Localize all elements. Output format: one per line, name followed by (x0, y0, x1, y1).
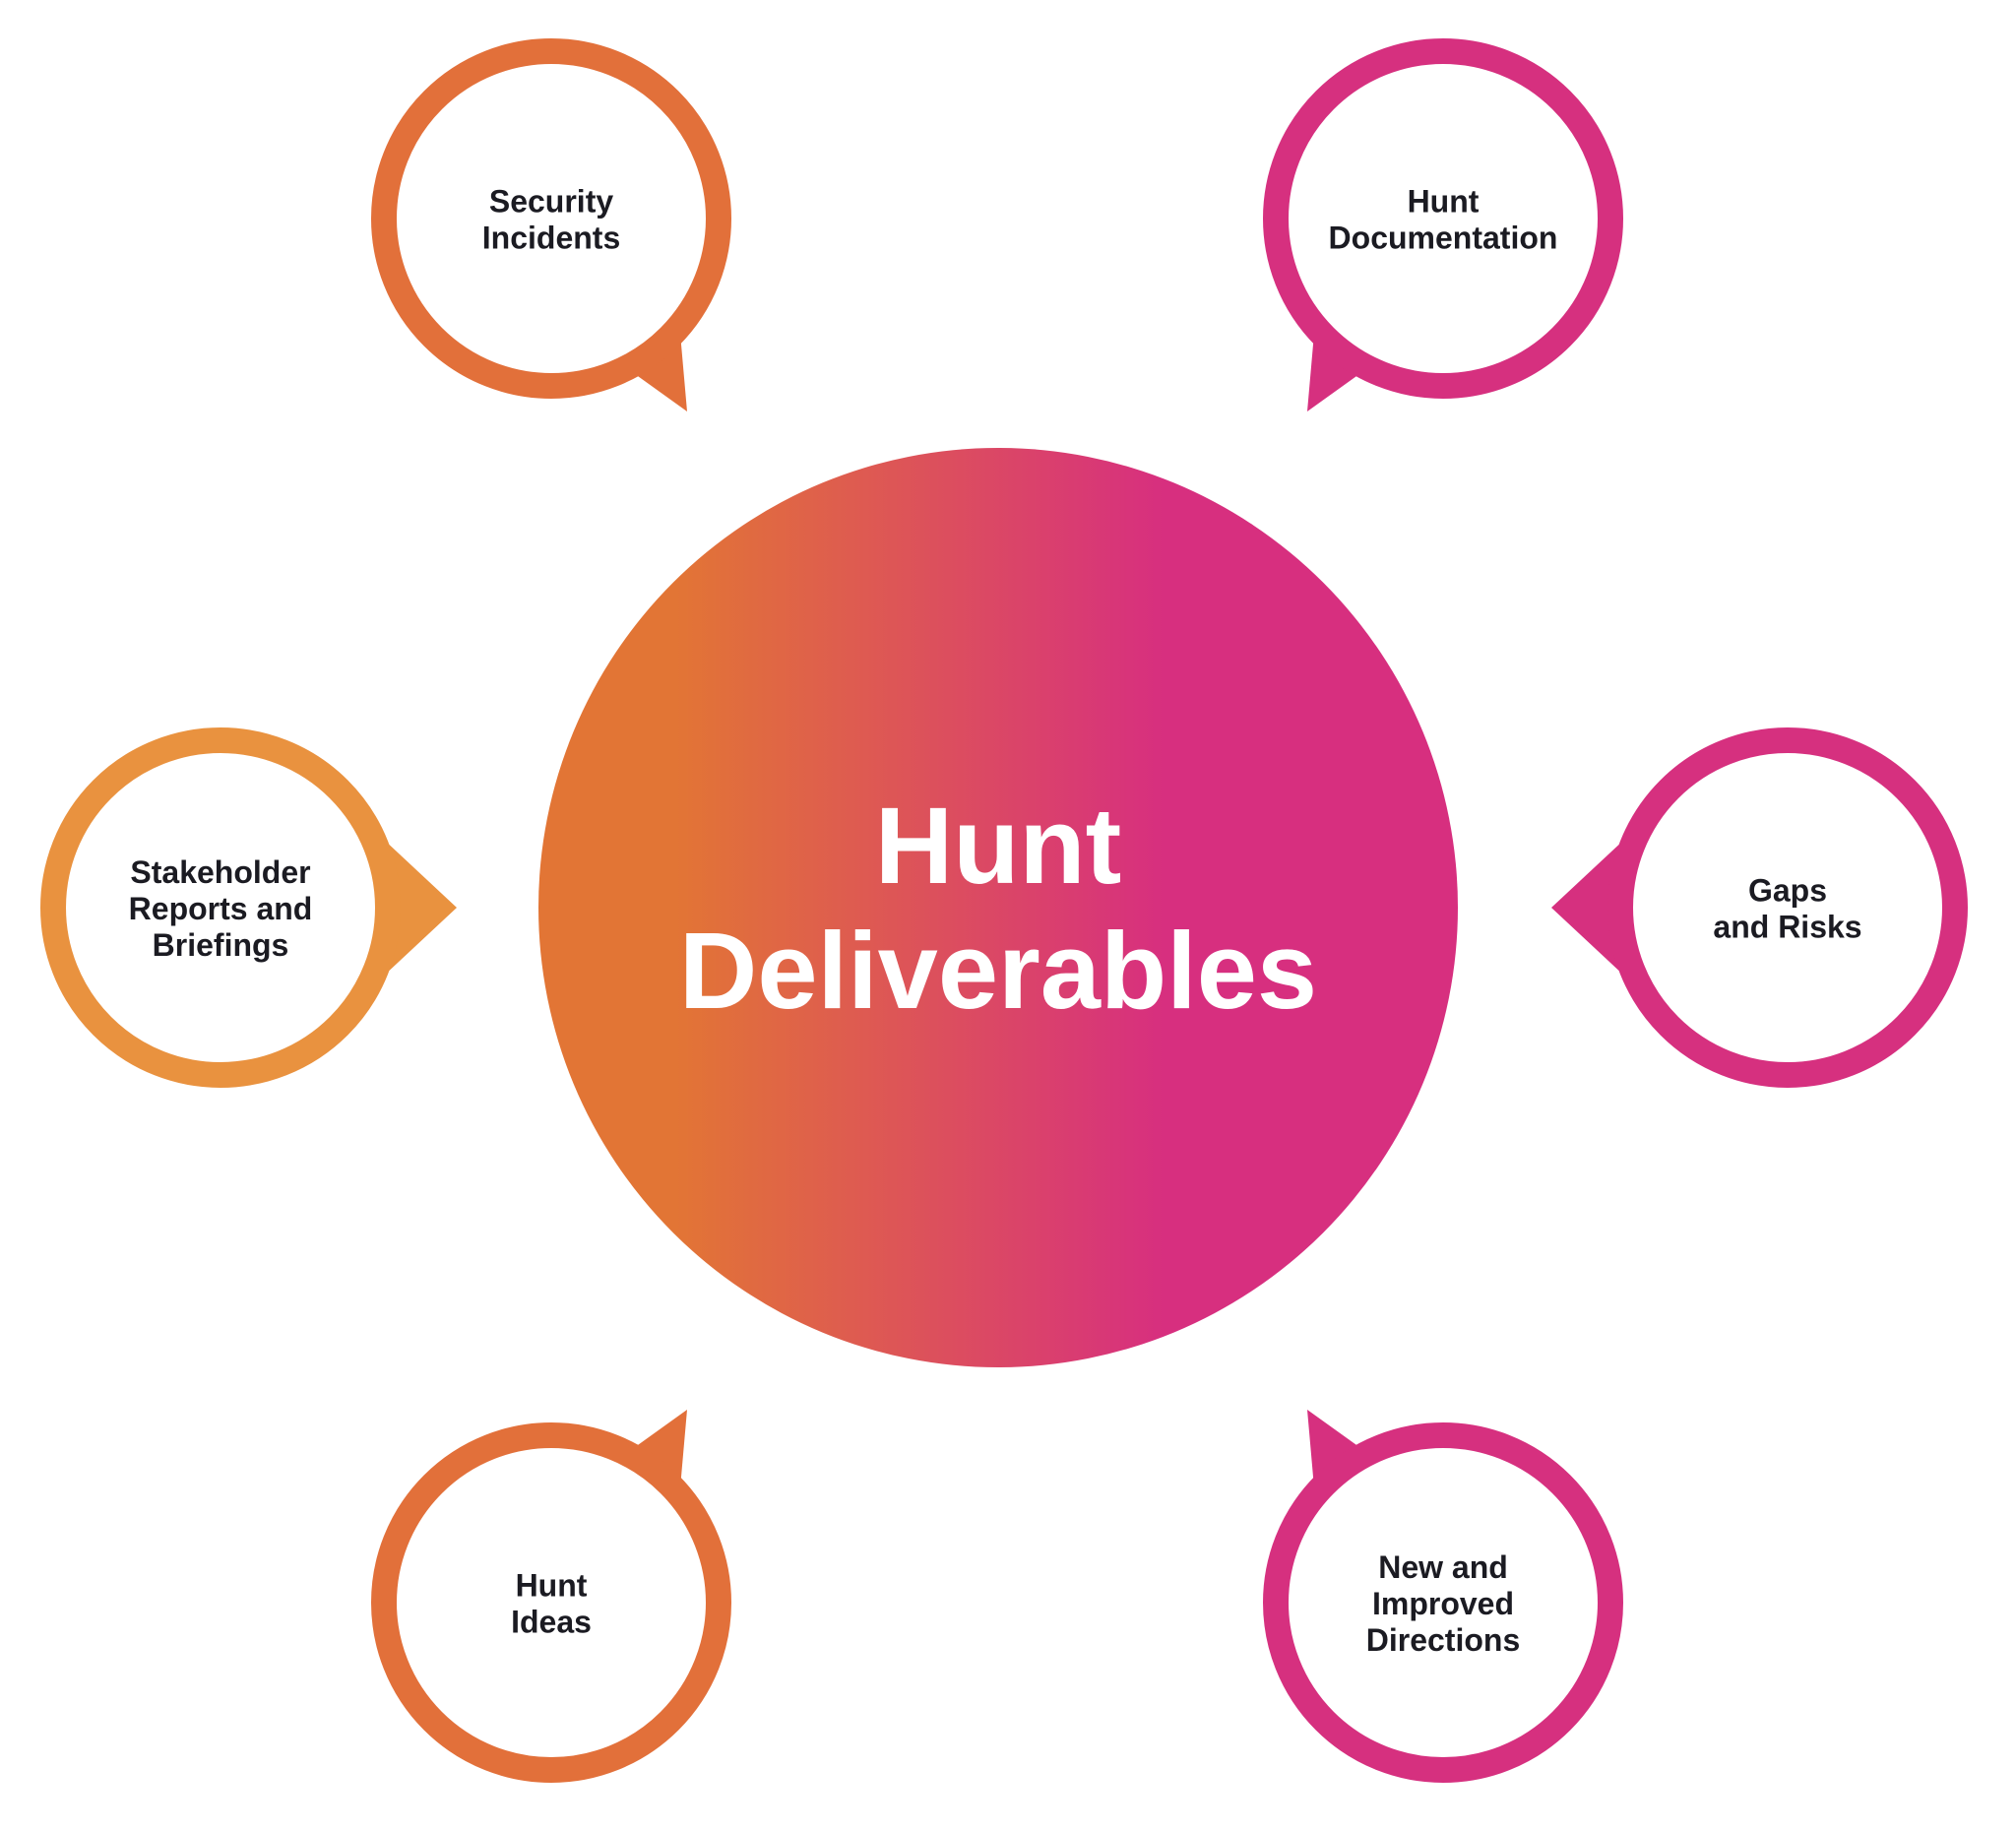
bubble-label-line: Gaps (1748, 873, 1827, 909)
bubble-label-line: New and (1378, 1549, 1508, 1585)
bubble-ring (1263, 38, 1623, 399)
center-circle (538, 448, 1458, 1367)
deliverable-bubbles: SecurityIncidentsHuntDocumentationStakeh… (40, 38, 1968, 1783)
bubble-label-line: Briefings (153, 927, 289, 963)
bubble-ring (1607, 727, 1968, 1088)
bubble-label-line: Improved (1372, 1586, 1514, 1621)
bubble-label-line: Stakeholder (130, 854, 310, 890)
bubble-pointer (1551, 839, 1625, 977)
bubble-label-line: Documentation (1329, 221, 1558, 256)
bubble-label-line: Hunt (516, 1568, 588, 1604)
bubble-pointer (383, 839, 457, 977)
bubble-label-line: Directions (1366, 1622, 1520, 1658)
bubble-label-line: Incidents (482, 221, 620, 256)
bubble-ring (1263, 1422, 1623, 1783)
center-title-line-2: Deliverables (679, 911, 1317, 1032)
bubble-label-line: and Risks (1713, 910, 1861, 945)
center-title-line-1: Hunt (875, 786, 1121, 907)
bubble-label-line: Ideas (511, 1605, 592, 1640)
bubble-label-line: Reports and (129, 891, 313, 926)
bubble-ring (371, 1422, 731, 1783)
bubble-ring (40, 727, 401, 1088)
bubble-label-line: Security (489, 184, 613, 220)
bubble-label-line: Hunt (1408, 184, 1480, 220)
center-node: Hunt Deliverables (538, 448, 1458, 1367)
bubble-ring (371, 38, 731, 399)
